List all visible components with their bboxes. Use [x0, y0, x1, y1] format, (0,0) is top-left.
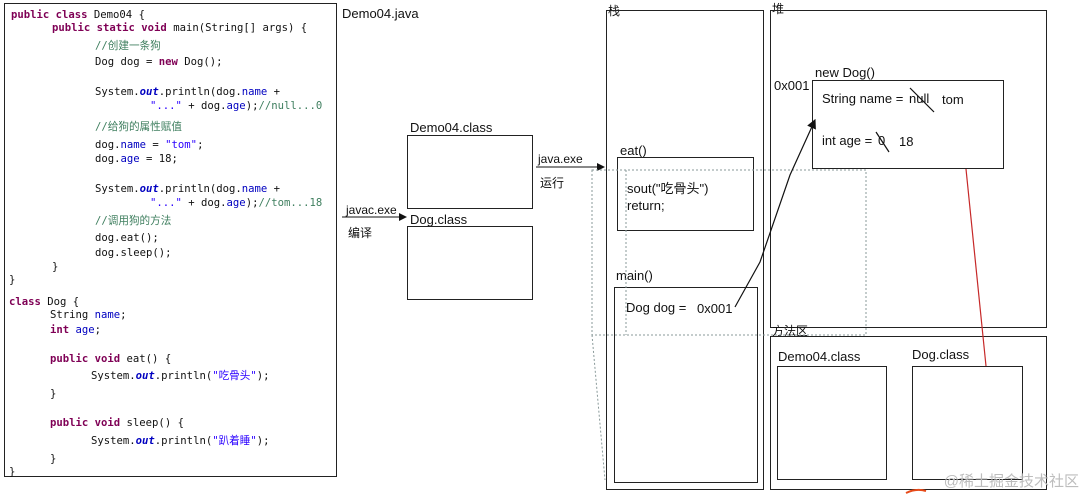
heap-label: 堆: [772, 2, 785, 16]
code-line: //创建一条狗: [95, 40, 161, 52]
ma-demo04-box: [777, 366, 887, 480]
main-dog-var: Dog dog =: [626, 300, 687, 315]
field-age: int age =: [822, 133, 873, 148]
new-dog-label: new Dog(): [815, 65, 875, 80]
code-line: }: [50, 388, 57, 400]
code-line: }: [9, 274, 16, 286]
code-line: public static void main(String[] args) {: [52, 22, 308, 34]
code-line: String name;: [50, 309, 127, 321]
strike-null: [909, 87, 935, 113]
main-frame-label: main(): [616, 268, 653, 283]
code-line: dog.sleep();: [95, 247, 172, 259]
dog-class-box: [407, 226, 533, 300]
code-line: Dog dog = new Dog();: [95, 56, 223, 68]
ma-dog-label: Dog.class: [912, 347, 970, 362]
stack-area: [606, 10, 764, 490]
method-area: [770, 336, 1047, 490]
run-label: 运行: [540, 176, 565, 190]
compile-label: 编译: [348, 226, 373, 240]
code-line: }: [9, 466, 16, 478]
red-link: [965, 168, 987, 367]
strike-zero: [875, 131, 890, 153]
field-name-new: tom: [942, 92, 964, 107]
code-line: dog.age = 18;: [95, 153, 178, 165]
code-line: //给狗的属性赋值: [95, 121, 182, 133]
code-line: int age;: [50, 324, 102, 336]
code-line: "..." + dog.age);//tom...18: [150, 197, 323, 209]
code-line: dog.eat();: [95, 232, 159, 244]
ma-dog-box: [912, 366, 1023, 480]
heap-area: [770, 10, 1047, 328]
code-line: System.out.println(dog.name +: [95, 86, 280, 98]
dotted-region: [591, 169, 867, 336]
javac-exe-label: javac.exe: [346, 203, 397, 217]
code-line: //调用狗的方法: [95, 215, 172, 227]
code-line: }: [50, 453, 57, 465]
ma-demo04-label: Demo04.class: [778, 349, 861, 364]
demo04-class-box: [407, 135, 533, 209]
code-line: System.out.println(dog.name +: [95, 183, 280, 195]
java-exe-label: java.exe: [538, 152, 583, 166]
field-name: String name =: [822, 91, 904, 106]
eat-return: return;: [627, 198, 665, 213]
code-line: public void eat() {: [50, 353, 172, 365]
code-file-label: Demo04.java: [342, 6, 419, 21]
eat-sout: sout("吃骨头"): [627, 181, 709, 196]
demo04-class-label: Demo04.class: [410, 120, 493, 135]
code-line: "..." + dog.age);//null...0: [150, 100, 323, 112]
dog-class-label: Dog.class: [410, 212, 468, 227]
code-line: class Dog {: [9, 296, 80, 308]
code-line: System.out.println("吃骨头");: [91, 370, 270, 382]
eat-frame: [617, 157, 754, 231]
field-age-new: 18: [899, 134, 914, 149]
code-panel: public class Demo04 {public static void …: [4, 3, 337, 478]
code-line: System.out.println("趴着睡");: [91, 435, 270, 447]
heap-addr: 0x001: [774, 78, 810, 93]
main-dog-addr: 0x001: [697, 301, 733, 316]
reference-arrow: [734, 118, 816, 308]
code-line: }: [52, 261, 59, 273]
code-line: dog.name = "tom";: [95, 139, 204, 151]
code-line: public void sleep() {: [50, 417, 184, 429]
watermark: @稀土掘金技术社区: [943, 473, 1079, 490]
main-frame: [614, 287, 758, 483]
eat-frame-label: eat(): [620, 143, 647, 158]
stack-label: 栈: [608, 4, 621, 18]
code-line: public class Demo04 {: [11, 9, 145, 21]
